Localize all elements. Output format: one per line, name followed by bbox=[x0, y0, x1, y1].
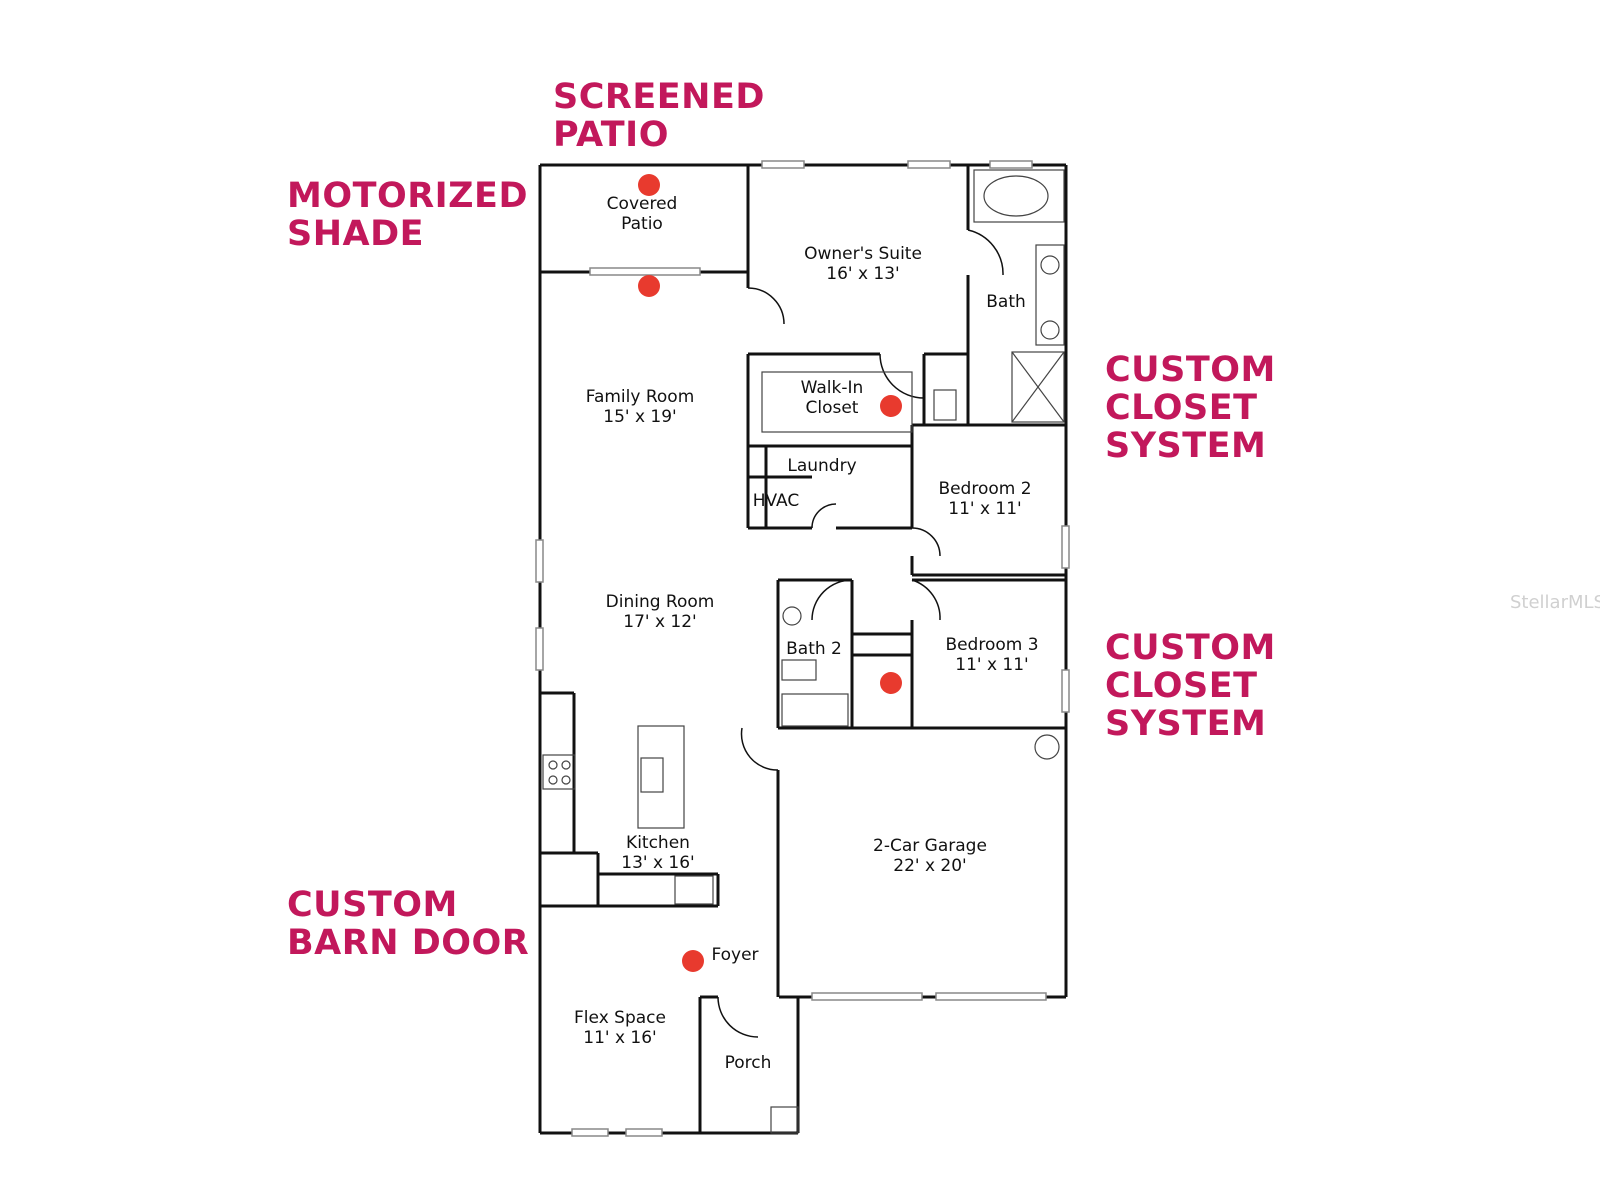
refrigerator-icon bbox=[674, 875, 714, 905]
callout-custom-closet-2: CUSTOM CLOSET SYSTEM bbox=[1105, 628, 1276, 744]
marker-dot bbox=[682, 950, 704, 972]
kitchen-dims: 13' x 16' bbox=[621, 853, 694, 873]
garage-dims: 22' x 20' bbox=[893, 856, 966, 876]
garage-door bbox=[811, 992, 1047, 1001]
island-icon bbox=[637, 725, 685, 829]
water-heater-icon bbox=[1034, 734, 1060, 760]
porch-label: Porch bbox=[725, 1053, 772, 1073]
covered-patio-label: Covered bbox=[607, 194, 678, 214]
flex-space-label: Flex Space bbox=[574, 1008, 666, 1028]
flex-space-dims: 11' x 16' bbox=[583, 1028, 656, 1048]
door-swings bbox=[717, 229, 1004, 1038]
callout-motorized-shade: MOTORIZED SHADE bbox=[287, 176, 529, 254]
owners-suite-label: Owner's Suite bbox=[804, 244, 922, 264]
garage-label: 2-Car Garage bbox=[873, 836, 987, 856]
fixtures bbox=[542, 169, 1065, 1134]
bathtub-icon bbox=[983, 175, 1049, 217]
bedroom3-dims: 11' x 11' bbox=[955, 655, 1028, 675]
porch-post-icon bbox=[770, 1106, 799, 1134]
bath2-tub-icon bbox=[781, 693, 849, 727]
sink-icon bbox=[1040, 320, 1060, 340]
marker-dot bbox=[638, 275, 660, 297]
bedroom2-dims: 11' x 11' bbox=[948, 499, 1021, 519]
range-icon bbox=[542, 754, 576, 790]
vanity-icon bbox=[1035, 244, 1065, 346]
walk-in-closet-label-2: Closet bbox=[806, 398, 859, 418]
owners-suite-dims: 16' x 13' bbox=[826, 264, 899, 284]
sink-icon bbox=[1040, 255, 1060, 275]
marker-dot bbox=[880, 395, 902, 417]
marker-dot bbox=[880, 672, 902, 694]
shower-icon bbox=[1011, 351, 1065, 423]
callout-custom-closet-1: CUSTOM CLOSET SYSTEM bbox=[1105, 350, 1276, 466]
windows bbox=[535, 160, 1070, 1137]
covered-patio-label-2: Patio bbox=[621, 214, 663, 234]
toilet-icon bbox=[933, 389, 957, 421]
room-labels: Covered Patio Owner's Suite 16' x 13' Ba… bbox=[574, 194, 1039, 1073]
kitchen-sink-icon bbox=[640, 757, 664, 793]
owner-bath-tub-surround bbox=[973, 169, 1065, 223]
bedroom3-label: Bedroom 3 bbox=[945, 635, 1038, 655]
family-room-label: Family Room bbox=[586, 387, 695, 407]
bath2-sink-icon bbox=[782, 606, 802, 626]
callout-custom-barn-door: CUSTOM BARN DOOR bbox=[287, 885, 530, 963]
family-room-dims: 15' x 19' bbox=[603, 407, 676, 427]
closet-shelf bbox=[761, 371, 913, 433]
hvac-label: HVAC bbox=[753, 491, 800, 511]
callout-screened-patio: SCREENED PATIO bbox=[553, 77, 765, 155]
dining-room-dims: 17' x 12' bbox=[623, 612, 696, 632]
feature-markers bbox=[638, 174, 902, 972]
bath2-toilet-icon bbox=[781, 659, 817, 681]
dining-room-label: Dining Room bbox=[606, 592, 715, 612]
bath-label: Bath bbox=[986, 292, 1026, 312]
bedroom2-label: Bedroom 2 bbox=[938, 479, 1031, 499]
kitchen-label: Kitchen bbox=[626, 833, 690, 853]
foyer-label: Foyer bbox=[711, 945, 758, 965]
marker-dot bbox=[638, 174, 660, 196]
walk-in-closet-label: Walk-In bbox=[801, 378, 864, 398]
bath2-label: Bath 2 bbox=[786, 639, 842, 659]
watermark: StellarMLS bbox=[1510, 592, 1600, 613]
laundry-label: Laundry bbox=[787, 456, 856, 476]
